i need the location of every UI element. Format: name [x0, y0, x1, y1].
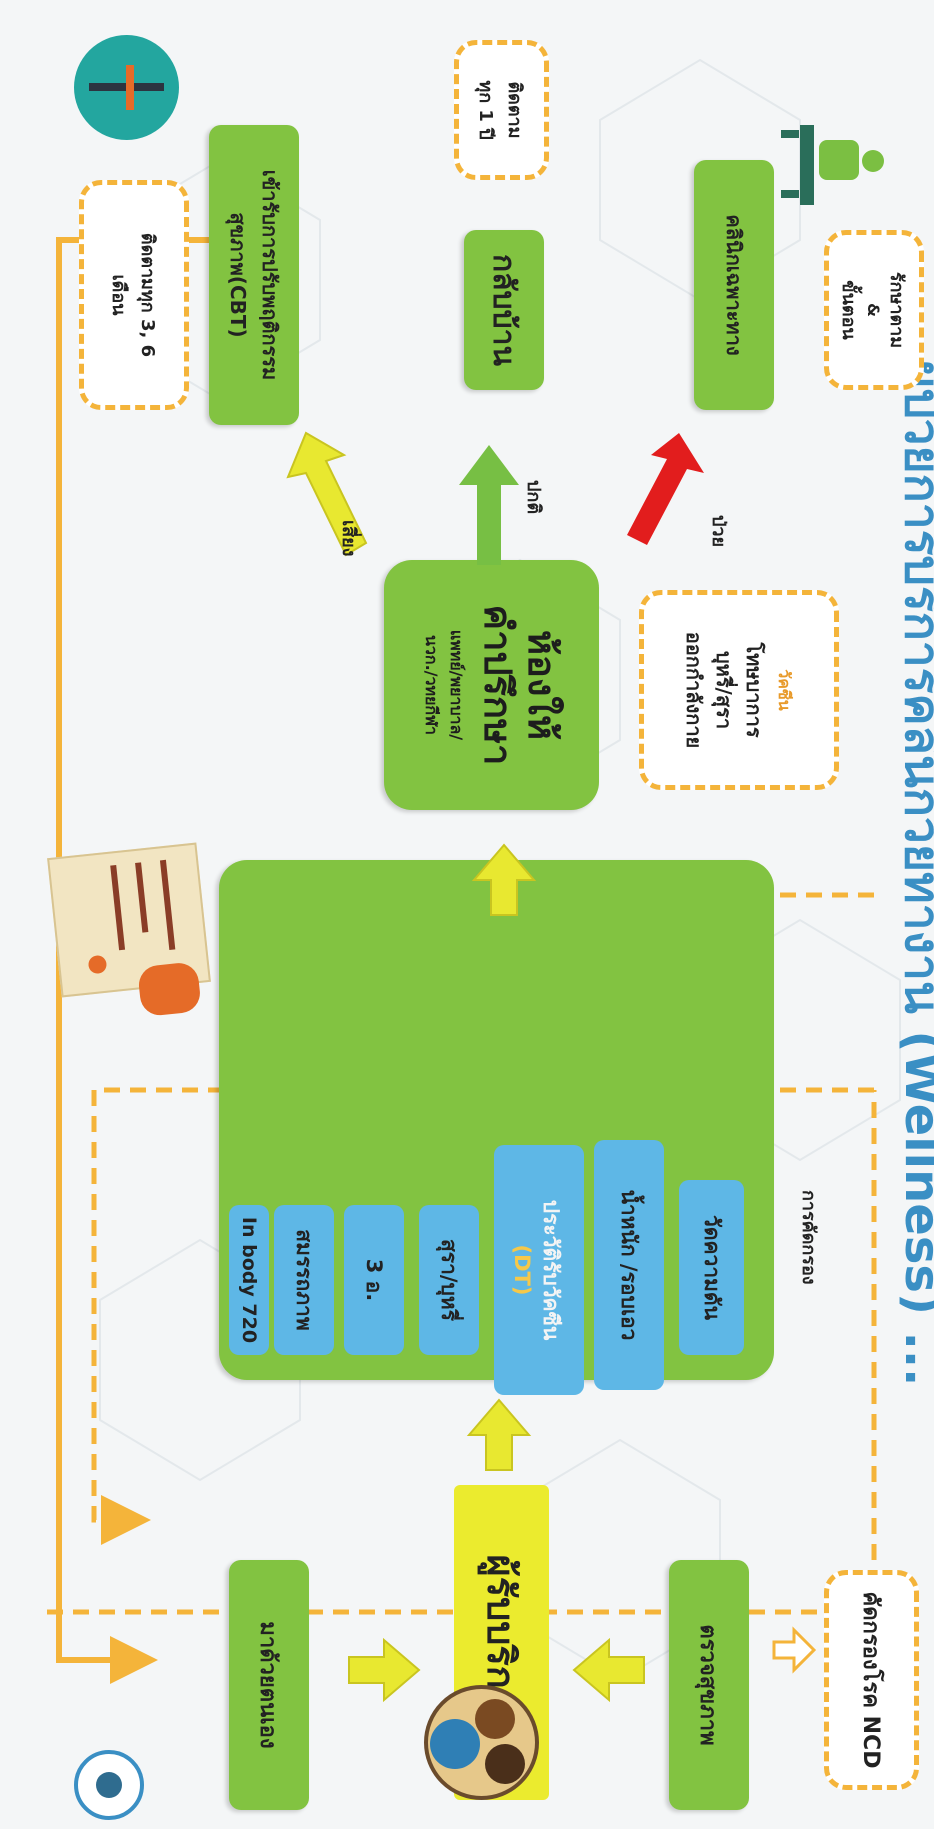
- follow-36-box: ติดตามทุก 3, 6 เดือน: [79, 180, 189, 410]
- ncd-screening-box: คัดกรองโรค NCD: [824, 1570, 919, 1790]
- arrow-walkin-to-user: [348, 1637, 421, 1703]
- advice-box: วัคซีน โทษบาการ บุหรี่/สุรา ออกกำลังกาย: [639, 590, 839, 790]
- screen-item-weight: น้ำหนัก /รอบเอว: [594, 1140, 664, 1390]
- go-home-box: กลับบ้าน: [464, 230, 544, 390]
- page-title: ผู้ป่วยการบริการคลินิกวัยทำงาน (Wellness…: [894, 360, 934, 1387]
- ncd-screening-label: คัดกรองโรค NCD: [858, 1591, 883, 1769]
- screening-title: การคัดกรอง: [798, 1190, 819, 1285]
- magnifier-icon: [74, 1750, 144, 1820]
- counseling-box: ห้องให้ คำปรึกษา แพทย์/พยาบาล/ นวก./วทยก…: [384, 560, 599, 810]
- arrow-user-to-screening: [466, 1398, 532, 1471]
- screen-item-bp: วัดความดัน: [679, 1180, 744, 1355]
- treatment-box: รักษาตาม & ขั้นตอน: [824, 230, 924, 390]
- screen-item-vaccine: ประวัติรับวัคซีน (DT): [494, 1145, 584, 1395]
- normal-label: ปกติ: [523, 480, 544, 515]
- fitness-person-icon: [779, 120, 889, 210]
- screen-item-fitness: สมรรถภาพ: [274, 1205, 334, 1355]
- people-group-icon: [424, 1685, 539, 1800]
- screen-item-inbody: In body 720: [229, 1205, 269, 1355]
- screen-item-alcohol: สุรา/บุหรี่: [419, 1205, 479, 1355]
- specialist-clinic-box: คลินิกเฉพาะทาง: [694, 160, 774, 410]
- risk-label: เสี่ยง: [338, 520, 359, 557]
- yellow-arrow-risk: [286, 431, 368, 557]
- checklist-hand-icon: [47, 842, 211, 1018]
- red-arrow-sick: [627, 433, 704, 545]
- screen-item-3a: 3 อ.: [344, 1205, 404, 1355]
- health-check-label: ตรวจสุขภาพ: [695, 1624, 721, 1746]
- walk-in-box: มาด้วยตนเอง: [229, 1560, 309, 1810]
- cbt-box: เข้ารับการปรับพฤติกรรม สุขภาพ(CBT): [209, 125, 299, 425]
- arrow-screening-to-counsel: [471, 843, 537, 916]
- arrow-health-to-user: [572, 1637, 645, 1703]
- follow-year-box: ติดตาม ทุก 1 ปี: [454, 40, 549, 180]
- hollow-arrow-up: [772, 1626, 817, 1674]
- health-check-box: ตรวจสุขภาพ: [669, 1560, 749, 1810]
- walk-in-label: มาด้วยตนเอง: [255, 1621, 281, 1749]
- green-arrow-normal: [459, 445, 519, 565]
- sick-label: ป่วย: [708, 515, 729, 548]
- utensils-icon: [74, 35, 179, 140]
